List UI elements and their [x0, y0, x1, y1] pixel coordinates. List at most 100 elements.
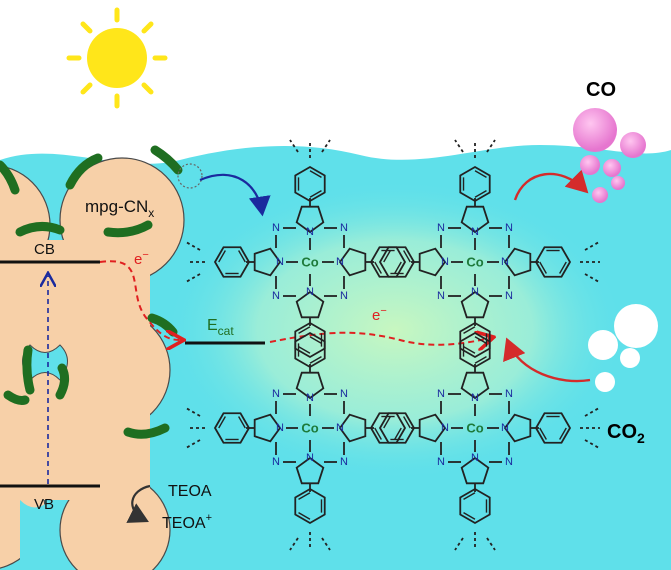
meso-nitrogen: N [340, 456, 348, 468]
co2-uptake-arrow [503, 337, 591, 383]
meso-nitrogen: N [437, 388, 445, 400]
co-release-arrow [513, 169, 589, 201]
pyrrole-ring [295, 371, 325, 400]
meso-nitrogen: N [505, 388, 513, 400]
zoom-arrow [199, 173, 271, 217]
double-bond [474, 336, 487, 344]
teoa-plus-label: TEOA+ [162, 512, 212, 532]
pyrrole-ring [460, 371, 490, 400]
double-bond [463, 326, 476, 334]
double-bond [463, 492, 476, 500]
terminal-dashed-bond [321, 139, 331, 153]
meso-nitrogen: N [437, 222, 445, 234]
meso-nitrogen: N [340, 290, 348, 302]
double-bond [383, 250, 391, 263]
terminal-dashed-bond [321, 537, 331, 551]
meso-nitrogen: N [505, 290, 513, 302]
double-bond [383, 416, 391, 429]
terminal-dashed-bond [584, 439, 600, 449]
double-bond [309, 170, 322, 178]
double-bond [238, 250, 246, 263]
meso-nitrogen: N [505, 456, 513, 468]
terminal-dashed-bond [584, 273, 600, 283]
sun-icon [66, 7, 168, 109]
pyrrole-ring [503, 247, 532, 277]
cobalt-center: Co [466, 421, 483, 436]
terminal-dashed-bond [185, 439, 201, 449]
pyrrole-nitrogen: N [276, 422, 284, 434]
double-bond [474, 190, 487, 198]
double-bond [374, 261, 382, 274]
terminal-dashed-bond [289, 537, 299, 551]
cobalt-center: Co [301, 421, 318, 436]
teoa-arrow [126, 484, 151, 523]
terminal-dashed-bond [185, 273, 201, 283]
double-bond [559, 261, 567, 274]
double-bond [394, 427, 402, 440]
double-bond [298, 492, 311, 500]
vb-label: VB [34, 496, 54, 513]
cobalt-center: Co [466, 255, 483, 270]
double-bond [309, 356, 322, 364]
terminal-dashed-bond [486, 537, 496, 551]
double-bond [298, 326, 311, 334]
meso-nitrogen: N [505, 222, 513, 234]
double-bond [394, 261, 402, 274]
co2-bubbles [588, 304, 658, 392]
double-bond [309, 190, 322, 198]
terminal-dashed-bond [454, 139, 464, 153]
pyrrole-ring [418, 247, 447, 277]
electron-label-left: e− [134, 249, 149, 268]
pyrrole-nitrogen: N [336, 422, 344, 434]
double-bond [463, 512, 476, 520]
pyrrole-ring [338, 247, 367, 277]
electron-path-1 [99, 260, 180, 340]
double-bond [403, 250, 411, 263]
meso-nitrogen: N [272, 456, 280, 468]
pyrrole-nitrogen: N [441, 422, 449, 434]
pyrrole-nitrogen: N [306, 226, 314, 238]
pyrrole-ring [253, 413, 282, 443]
double-bond [403, 416, 411, 429]
terminal-dashed-bond [486, 139, 496, 153]
zoom-circle [177, 163, 203, 189]
terminal-dashed-bond [185, 407, 201, 417]
teoa-label: TEOA [168, 483, 212, 500]
pyrrole-nitrogen: N [441, 256, 449, 268]
double-bond [559, 427, 567, 440]
pyrrole-nitrogen: N [501, 422, 509, 434]
pore-bottom [20, 500, 50, 570]
mpg-cnx-label: mpg-CNx [85, 197, 154, 220]
meso-nitrogen: N [272, 388, 280, 400]
pyrrole-nitrogen: N [306, 392, 314, 404]
terminal-dashed-bond [584, 407, 600, 417]
double-bond [539, 427, 547, 440]
pyrrole-ring [460, 290, 490, 319]
pyrrole-nitrogen: N [336, 256, 344, 268]
terminal-dashed-bond [584, 241, 600, 251]
double-bond [474, 170, 487, 178]
pyrrole-ring [295, 456, 325, 485]
double-bond [218, 250, 226, 263]
double-bond [298, 346, 311, 354]
pyrrole-ring [295, 205, 325, 234]
electron-label-right: e− [372, 305, 387, 324]
meso-nitrogen: N [340, 388, 348, 400]
double-bond [309, 336, 322, 344]
co-bubbles [573, 108, 646, 203]
co2-label: CO2 [607, 421, 645, 446]
pyrrole-ring [503, 413, 532, 443]
cobalt-center: Co [301, 255, 318, 270]
pyrrole-nitrogen: N [471, 226, 479, 238]
cb-label: CB [34, 241, 55, 258]
double-bond [238, 416, 246, 429]
meso-nitrogen: N [272, 222, 280, 234]
pyrrole-nitrogen: N [471, 286, 479, 298]
ecat-label: Ecat [207, 317, 234, 338]
pyrrole-nitrogen: N [276, 256, 284, 268]
terminal-dashed-bond [185, 241, 201, 251]
co-label: CO [586, 79, 616, 101]
double-bond [474, 356, 487, 364]
